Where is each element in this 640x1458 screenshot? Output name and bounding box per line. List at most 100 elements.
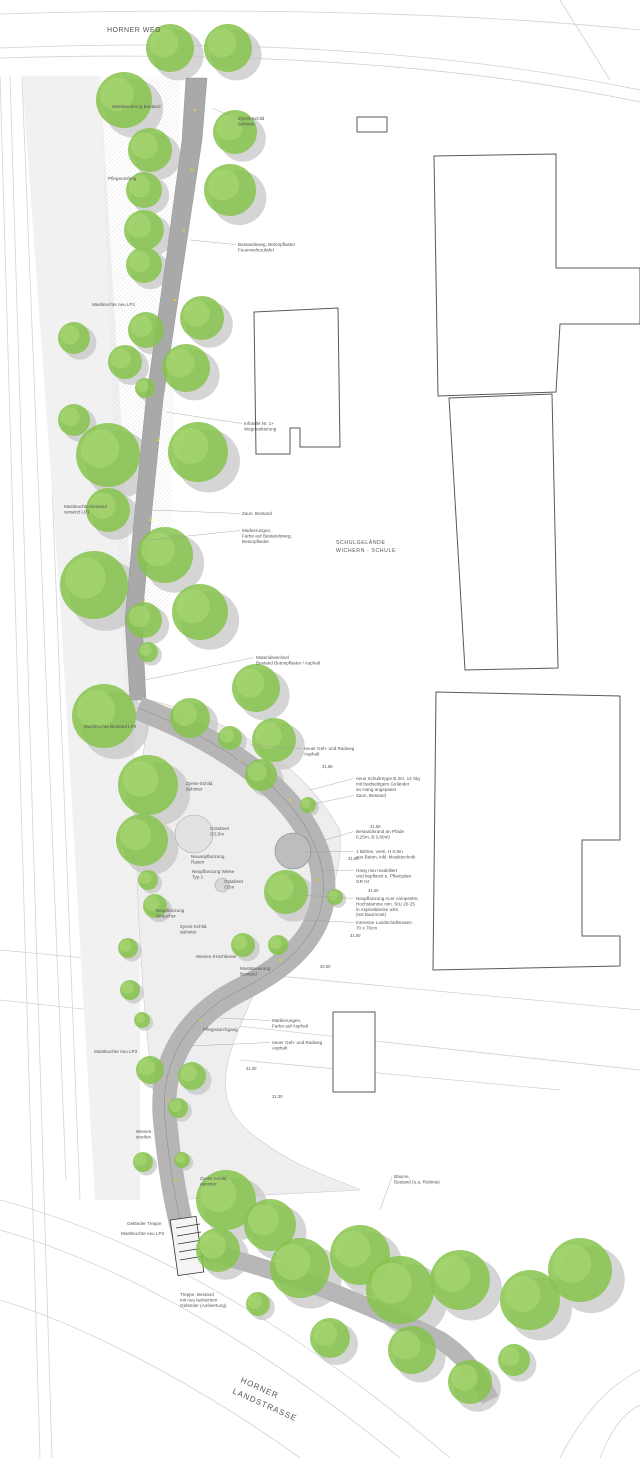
tree-crown-highlight [216, 114, 243, 141]
left-label-3: Mastleuchte neu LP1 [92, 302, 136, 307]
tree [168, 1098, 188, 1118]
annotation-8-line: an Hang angepasst [356, 787, 397, 792]
tree-crown-highlight [269, 937, 282, 949]
tree [196, 1228, 240, 1272]
leader-line [304, 851, 355, 853]
annotation-8-line: neue Schultreppe B 2m, 14 Stg [356, 776, 420, 781]
tree-crown-highlight [134, 1154, 147, 1166]
inside-label-10-line: Wiesen- [136, 1129, 153, 1134]
annotation-5-line: Markierungen, [242, 528, 271, 533]
tree [60, 551, 128, 619]
tree [244, 1199, 296, 1251]
tree-crown-highlight [89, 492, 116, 519]
annotation-13-line: Hochstämme min. StU 20-25 [356, 901, 415, 906]
tree-crown-highlight [130, 315, 153, 338]
inside-label-4-line: Typ 1 [192, 874, 204, 879]
tree [162, 344, 210, 392]
inside-label-3-line: Neuanpflanzung [191, 854, 225, 859]
building-c [253, 307, 341, 455]
annotation-14-line: 70 x 70cm [356, 925, 377, 930]
leader-line [165, 411, 243, 424]
tree-crown-highlight [199, 1232, 226, 1259]
level-mark: 31,50 [350, 933, 361, 938]
tree [448, 1360, 492, 1404]
level-mark: 31,50 [368, 888, 379, 893]
inside-label-3-line: Rasen [191, 859, 205, 864]
annotation-6-line: Materialwechsel [256, 655, 289, 660]
inside-label-9: Pflegedurchgang [203, 1027, 238, 1032]
tree-crown-highlight [180, 1064, 197, 1082]
level-mark: 30,50 [320, 964, 331, 969]
annotation-11-line: 1 Bühne, versi. H 0,5m [356, 849, 403, 854]
inside-label-6-line: Sträucher [156, 913, 176, 918]
tree [86, 488, 130, 532]
tree [72, 684, 136, 748]
tree [126, 172, 162, 208]
annotation-13: Neupflanzung Acer campestre,Hochstämme m… [356, 896, 419, 917]
left-label-7: Geländer Treppe [127, 1221, 162, 1226]
tree-crown-highlight [301, 798, 311, 809]
inside-label-9-line: Pflegedurchgang [203, 1027, 238, 1032]
inside-label-7-line: Zyess-Schild, [180, 924, 208, 929]
tree [138, 870, 158, 890]
tree-crown-highlight [500, 1347, 520, 1367]
tree [118, 755, 178, 815]
tree-crown-highlight [328, 890, 338, 901]
inside-label-4-line: Neupflanzung Wiese [192, 869, 235, 874]
tree-crown-highlight [169, 1100, 182, 1112]
tree-crown-highlight [207, 28, 237, 58]
tree-crown-highlight [121, 982, 134, 994]
tree-crown-highlight [76, 690, 116, 729]
inside-label-2: Gräsbeet∅3,5m [210, 826, 230, 836]
leader-line [299, 894, 355, 899]
inside-label-1-line: Zyess-Schild, [186, 781, 214, 786]
tree-crown-highlight [176, 589, 210, 624]
level-mark: 31,00 [246, 1066, 257, 1071]
inside-label-7: Zyess-Schild,dahinter [180, 924, 208, 934]
left-label-1-line: Maststeuerung Bestand [112, 104, 161, 109]
tree [213, 110, 257, 154]
inside-label-12-line: Bestand [240, 971, 257, 976]
tree-crown-highlight [207, 169, 240, 201]
tree [138, 642, 158, 662]
inside-label-6-line: Neupflanzung [156, 908, 185, 913]
tree-crown-highlight [119, 940, 132, 952]
annotation-13-line: (mit Baumrost) [356, 912, 387, 917]
tree [137, 527, 193, 583]
left-label-8: Mastleuchte neu LP2 [121, 1231, 165, 1236]
tree-crown-highlight [110, 348, 131, 369]
tree [264, 870, 308, 914]
annotation-4: Zaun, Bestand [242, 511, 272, 516]
tree-crown-highlight [267, 874, 294, 901]
grass-beds [174, 814, 312, 893]
tree [174, 1152, 190, 1168]
tree-crown-highlight [175, 1153, 185, 1164]
leader-line [189, 239, 237, 245]
tree [108, 345, 142, 379]
tree [120, 980, 140, 1000]
annotation-9: Zaun, Bestand [356, 793, 386, 798]
building-small [356, 116, 388, 133]
annotation-8-line: mit beidseitigem Geländer [356, 781, 410, 786]
tree [388, 1326, 436, 1374]
tree-crown-highlight [274, 1244, 311, 1280]
tree [168, 422, 228, 482]
tree [204, 164, 256, 216]
stage [274, 832, 312, 870]
annotation-6-line: Bestand Betonpflaster / Asphalt [256, 660, 321, 665]
left-label-9-line: Treppe, Bestand [180, 1292, 214, 1297]
inside-label-5-line: ∅2m [224, 884, 235, 889]
left-label-2: Pflegeumfang [108, 176, 137, 181]
tree [246, 1292, 270, 1316]
annotation-12-line: Hang neu modelliert [356, 868, 398, 873]
tree-crown-highlight [128, 175, 151, 198]
left-label-1: Maststeuerung Bestand [112, 104, 161, 109]
building-e [332, 1011, 376, 1093]
tree-crown-highlight [139, 644, 152, 656]
level-mark: 31,50 [370, 824, 381, 829]
